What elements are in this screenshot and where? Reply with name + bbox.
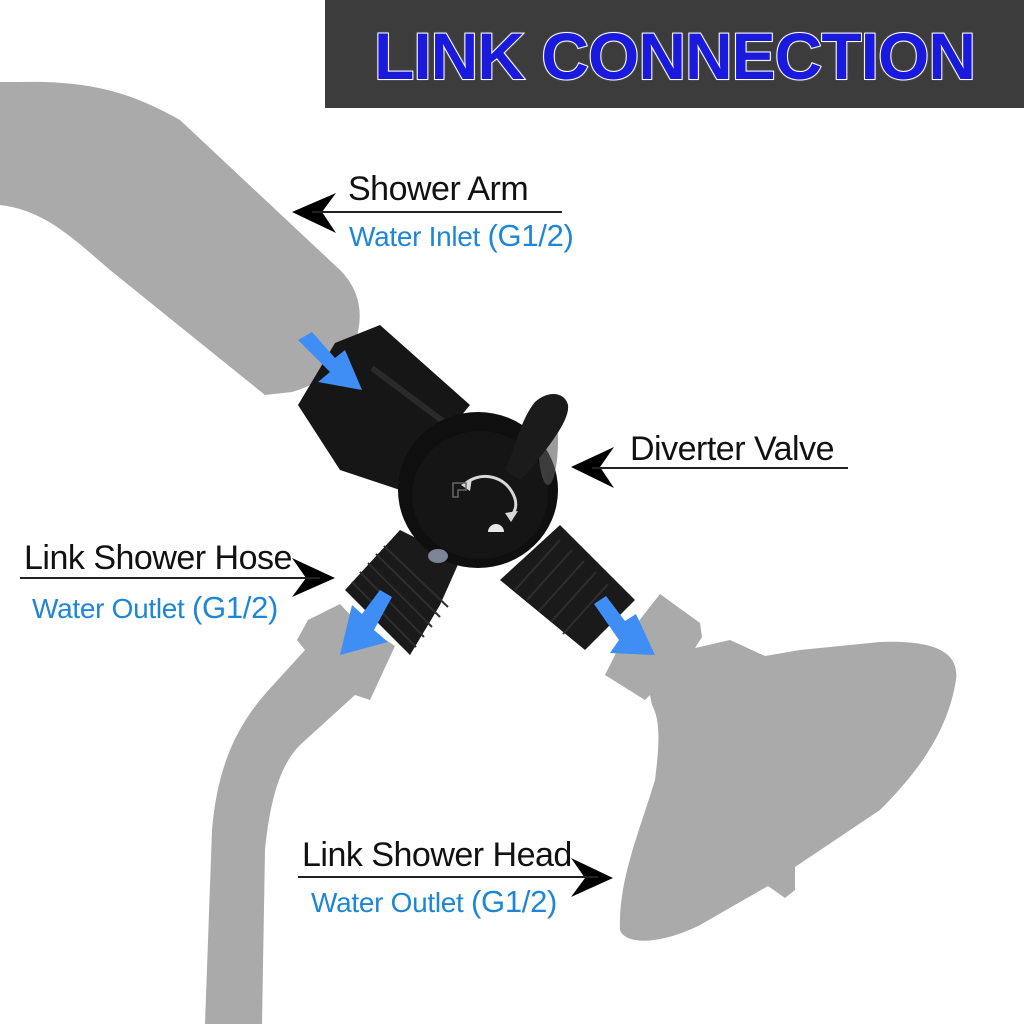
- shower-head-subtitle-spec: (G1/2): [471, 884, 558, 919]
- shower-hose-shape: [205, 604, 395, 1024]
- shower-arm-rule: [312, 211, 562, 213]
- hose-flow-arrow-icon: [340, 590, 392, 655]
- hose-outlet-thread: [345, 530, 460, 655]
- banner-title: LINK CONNECTION: [373, 18, 977, 94]
- shower-head-title: Link Shower Head: [302, 836, 572, 874]
- title-banner: LINK CONNECTION: [325, 0, 1024, 108]
- shower-hose-subtitle: Water Outlet (G1/2): [32, 590, 278, 626]
- shower-arm-subtitle-prefix: Water Inlet: [349, 221, 481, 252]
- diverter-valve-rule: [592, 467, 848, 469]
- shower-arm-subtitle-spec: (G1/2): [487, 218, 574, 253]
- shower-hose-title: Link Shower Hose: [24, 539, 292, 577]
- head-outlet-thread: [500, 525, 635, 650]
- shower-arm-shape: [0, 81, 360, 395]
- shower-head-shape: [605, 594, 957, 941]
- shower-arm-subtitle: Water Inlet (G1/2): [349, 218, 574, 254]
- shower-hose-subtitle-prefix: Water Outlet: [32, 593, 185, 624]
- flow-arrows: [298, 332, 655, 655]
- shower-hose-subtitle-spec: (G1/2): [192, 590, 279, 625]
- shower-head-rule: [298, 876, 598, 878]
- head-flow-arrow-icon: [594, 596, 655, 655]
- diverter-lever: [505, 394, 569, 480]
- inlet-flow-arrow-icon: [298, 332, 362, 390]
- shower-hose-rule: [20, 577, 320, 579]
- shower-head-subtitle: Water Outlet (G1/2): [311, 884, 557, 920]
- shower-arm-pointer-icon: [292, 193, 336, 233]
- diverter-valve-title: Diverter Valve: [630, 430, 835, 468]
- shower-head-subtitle-prefix: Water Outlet: [311, 887, 464, 918]
- shower-arm-title: Shower Arm: [348, 170, 529, 208]
